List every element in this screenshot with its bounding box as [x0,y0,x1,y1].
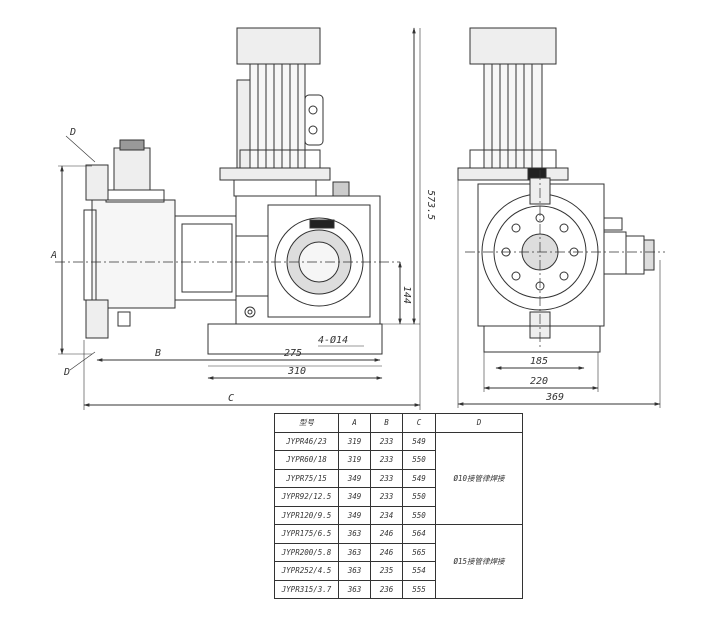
cell-a: 319 [338,431,371,451]
side-view [457,27,665,408]
coupling-housing [174,215,237,301]
dim-label-a: A [50,250,57,261]
dim-label-holes: 4-Ø14 [318,334,348,346]
dim-label-d-top: D [69,127,76,138]
cell-model: JYPR46/23 [274,431,339,451]
spec-table: 型号 A B C D JYPR46/23 319 233 549 Ø10接管律焊… [274,413,523,599]
dim-label-d-bottom: D [63,367,70,378]
cell-b: 246 [370,542,403,562]
cell-model: JYPR75/15 [274,468,339,488]
cell-model: JYPR252/4.5 [274,561,339,581]
dim-label-b: B [155,348,161,359]
cell-b: 233 [370,450,403,470]
dim-label-573: 573.5 [425,190,436,220]
table-row: JYPR200/5.8 363 246 565 [274,542,523,562]
cell-a: 363 [338,542,371,562]
front-view [55,27,421,410]
dim-label-144: 144 [401,286,412,304]
cell-model: JYPR200/5.8 [274,542,339,562]
header-a: A [338,413,371,433]
dim-label-c: C [228,393,234,404]
cell-model: JYPR60/18 [274,450,339,470]
d-top-leader [65,135,96,163]
dim-label-220: 220 [530,376,548,387]
header-b: B [370,413,403,433]
cell-b: 235 [370,561,403,581]
side-base [483,325,601,353]
table-row: JYPR315/3.7 363 236 555 [274,579,523,599]
cell-a: 363 [338,561,371,581]
d-bottom-leader [69,351,96,371]
dim-label-369: 369 [545,392,564,403]
table-row: JYPR175/6.5 363 246 564 Ø15接管律焊接 [274,524,523,599]
cell-c: 554 [402,561,436,581]
cell-b: 233 [370,431,403,451]
side-body [477,177,655,339]
side-motor [457,27,569,181]
cell-a: 349 [338,487,371,507]
cell-c: 550 [402,505,436,525]
table-row: JYPR46/23 319 233 549 Ø10接管律焊接 [274,431,523,525]
cell-model: JYPR92/12.5 [274,487,339,507]
dim-label-310: 310 [287,366,306,377]
cell-d-group-1: Ø10接管律焊接 [435,431,523,525]
cell-d-group-2: Ø15接管律焊接 [435,524,523,599]
cell-c: 564 [402,524,436,544]
header-d: D [435,413,523,433]
cell-b: 233 [370,468,403,488]
dim-label-185: 185 [530,356,548,367]
coupling-inner [181,223,233,293]
cell-a: 349 [338,468,371,488]
cell-c: 565 [402,542,436,562]
table-row: JYPR60/18 319 233 550 [274,450,523,470]
cell-c: 550 [402,487,436,507]
cell-a: 363 [338,579,371,599]
cell-a: 349 [338,505,371,525]
table-row: JYPR92/12.5 349 233 550 [274,487,523,507]
table-row: JYPR120/9.5 349 234 550 [274,505,523,525]
table-header-row: 型号 A B C D [274,413,523,433]
cell-c: 555 [402,579,436,599]
gearbox [235,181,381,325]
cell-model: JYPR315/3.7 [274,579,339,599]
pump-head [83,139,176,339]
cell-model: JYPR120/9.5 [274,505,339,525]
dim-label-275: 275 [284,348,302,359]
cell-a: 363 [338,524,371,544]
header-model: 型号 [274,413,339,433]
pump-base [207,323,383,355]
cell-c: 550 [402,450,436,470]
cell-c: 549 [402,431,436,451]
cell-a: 319 [338,450,371,470]
cell-model: JYPR175/6.5 [274,524,339,544]
motor [219,27,331,197]
cell-b: 234 [370,505,403,525]
header-c: C [402,413,436,433]
cell-b: 246 [370,524,403,544]
cell-b: 236 [370,579,403,599]
table-row: JYPR75/15 349 233 549 [274,468,523,488]
cell-b: 233 [370,487,403,507]
cell-c: 549 [402,468,436,488]
